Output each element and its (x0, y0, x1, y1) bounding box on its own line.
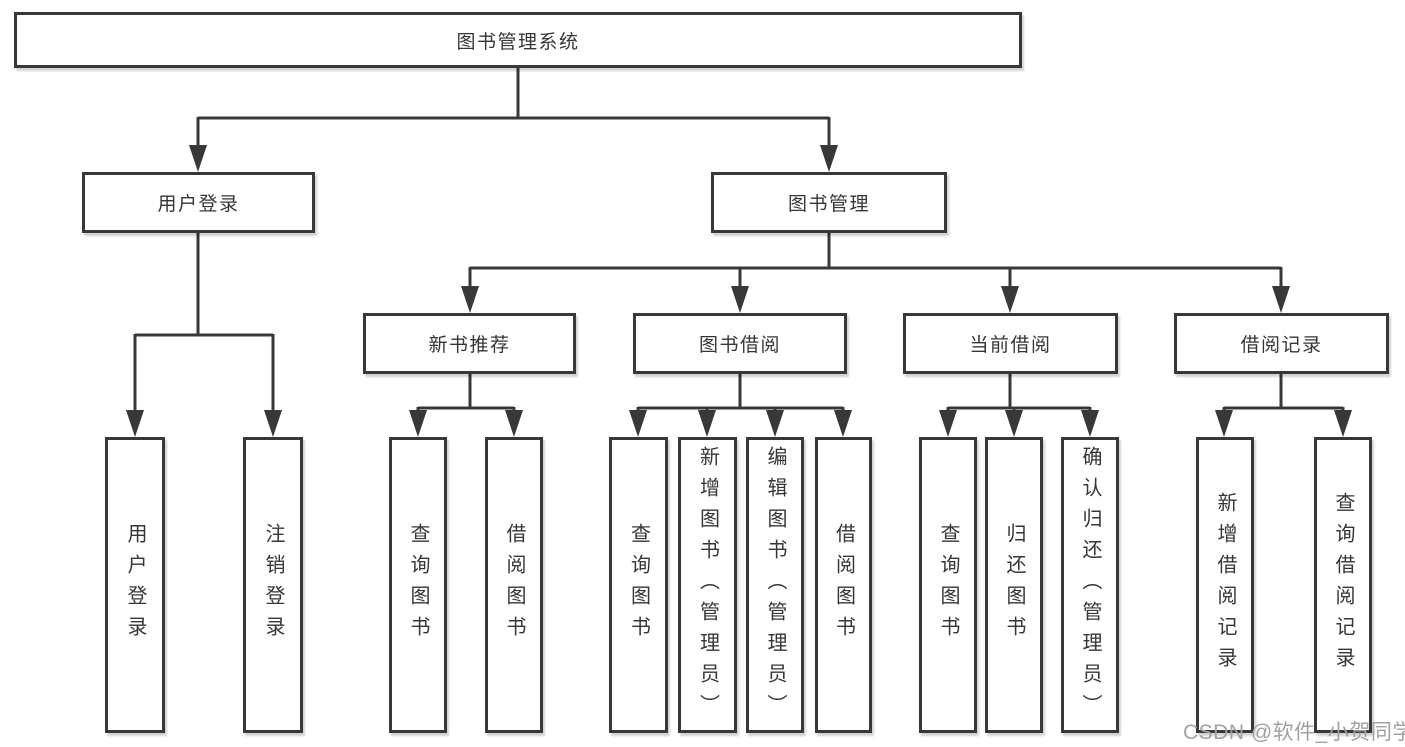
node-root-library-management-system: 图书管理系统 (14, 12, 1022, 68)
connector-book-management-children (461, 231, 1290, 313)
connector-book-borrow-children (629, 372, 852, 437)
arrow-to-leaf-user-login (126, 410, 144, 437)
leaf-confirm-return-admin: 确认归还（管理员） (1061, 437, 1119, 733)
leaf-add-books-admin: 新增图书（管理员） (678, 437, 737, 733)
arrow-to-user-login (189, 145, 207, 172)
arrow-to-book-management (820, 145, 838, 172)
leaf-query-books-recommend: 查询图书 (389, 437, 447, 733)
leaf-query-books-borrow: 查询图书 (609, 437, 668, 733)
leaf-borrow-books-recommend: 借阅图书 (485, 437, 543, 733)
connector-new-book-children (409, 372, 523, 437)
leaf-borrow-books: 借阅图书 (815, 437, 872, 733)
leaf-query-borrow-record: 查询借阅记录 (1314, 437, 1372, 733)
connector-root-to-level2 (189, 66, 838, 172)
connector-user-login-children (126, 231, 282, 437)
arrow-to-book-borrow (731, 286, 749, 313)
leaf-edit-books-admin: 编辑图书（管理员） (746, 437, 804, 733)
leaf-return-books: 归还图书 (985, 437, 1043, 733)
leaf-user-login: 用户登录 (105, 437, 165, 733)
arrow-to-new-book (461, 286, 479, 313)
node-borrow-record: 借阅记录 (1174, 313, 1389, 374)
arrow-to-leaf-logout (264, 410, 282, 437)
csdn-watermark: CSDN @软件_小贺同学 (1183, 721, 1405, 744)
connector-borrow-record-children (1215, 372, 1352, 437)
node-book-management: 图书管理 (711, 172, 947, 233)
node-book-borrow: 图书借阅 (633, 313, 847, 374)
node-user-login: 用户登录 (82, 172, 315, 233)
leaf-query-books-current: 查询图书 (919, 437, 977, 733)
leaf-logout: 注销登录 (243, 437, 303, 733)
arrow-to-current-borrow (1001, 286, 1019, 313)
leaf-add-borrow-record: 新增借阅记录 (1196, 437, 1254, 733)
connector-current-borrow-children (939, 372, 1099, 437)
arrow-to-borrow-record (1272, 286, 1290, 313)
node-current-borrow: 当前借阅 (903, 313, 1118, 374)
node-new-book-recommend: 新书推荐 (363, 313, 576, 374)
